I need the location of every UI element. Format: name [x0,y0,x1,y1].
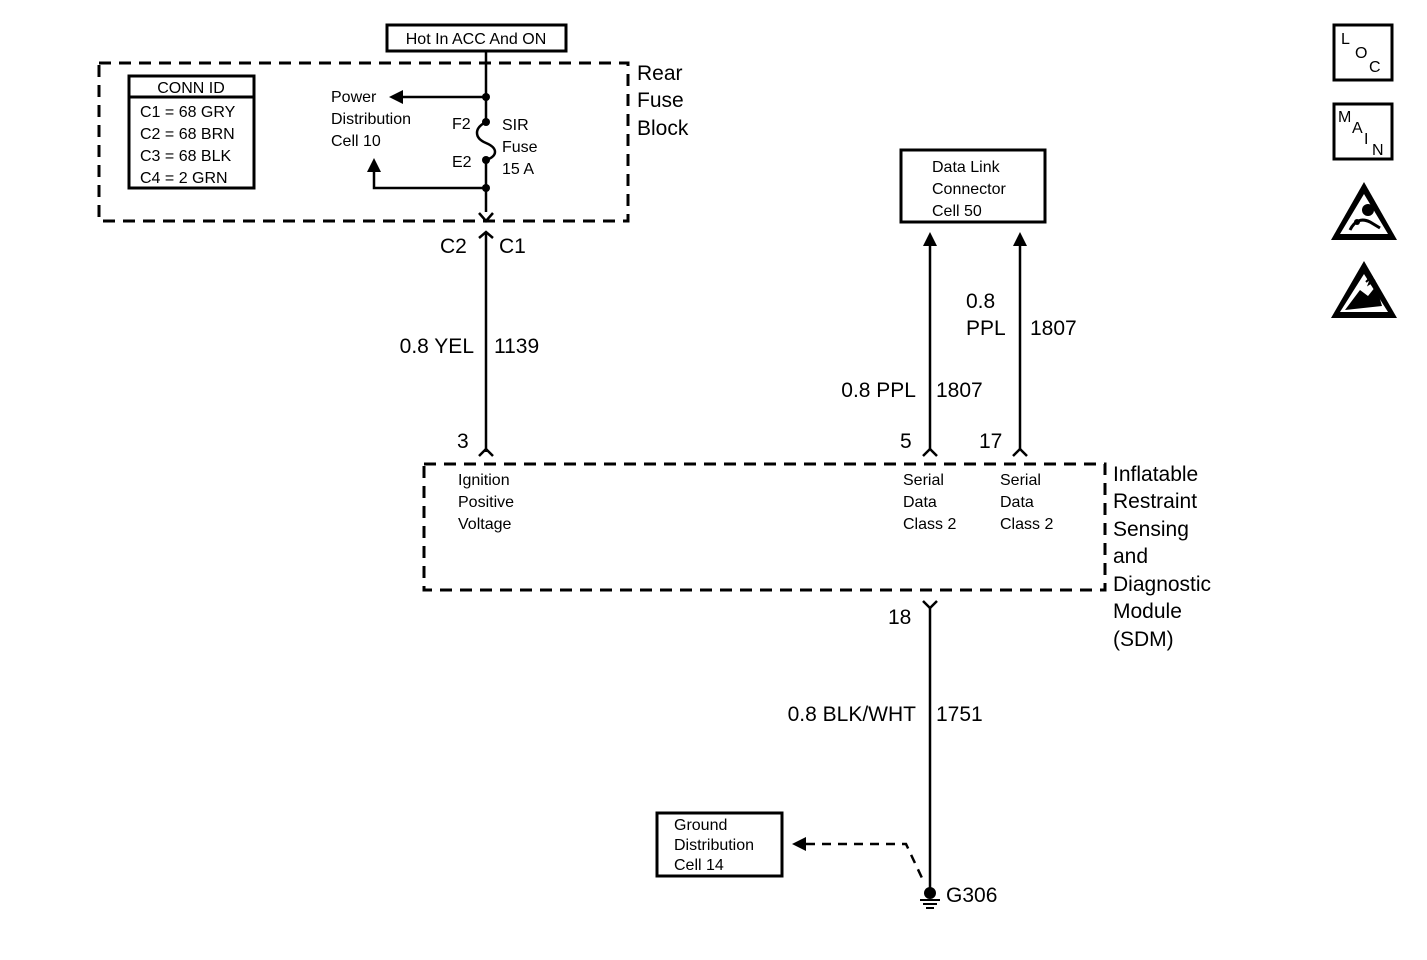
power-distribution-ref: Power Distribution Cell 10 [331,89,486,190]
sdm-pin-desc: Serial [1000,472,1041,489]
main-icon[interactable]: M A I N [1332,102,1394,161]
wire-size-color: 0.8 PPL [841,379,916,402]
wire-size-color: 0.8 BLK/WHT [788,703,917,726]
wire-color: PPL [966,317,1006,340]
sdm-name-line: (SDM) [1113,628,1174,651]
power-distribution-line-3: Cell 10 [331,133,381,150]
ground-distribution-box: Ground Distribution Cell 14 [655,811,924,879]
data-link-connector-box: Data Link Connector Cell 50 [899,148,1047,224]
rear-fuse-block-name-line-3: Block [637,117,689,140]
loc-icon[interactable]: L O C [1332,23,1394,82]
esd-warning-icon [1331,261,1397,318]
fuse-terminal-bottom: E2 [452,154,472,171]
loc-letter: L [1341,31,1350,48]
wire-size-color: 0.8 YEL [400,335,474,358]
ground-dist-line-3: Cell 14 [674,857,724,874]
power-distribution-arrow-icon [389,90,403,104]
sdm-pin-number: 5 [900,430,912,453]
sdm-pin-number: 3 [457,430,469,453]
conn-id-table: CONN ID C1 = 68 GRY C2 = 68 BRN C3 = 68 … [127,74,256,190]
main-letter: I [1364,131,1368,148]
ignition-wire: 0.8 YEL 1139 3 [400,232,539,457]
wire-circuit-number: 1751 [936,703,983,726]
rear-fuse-block-name-line-1: Rear [637,62,683,85]
sdm-pin-number: 17 [979,430,1002,453]
sdm-pin-desc: Voltage [458,516,511,533]
connector-c2-label: C2 [440,235,467,258]
dlc-arrow-icon [923,232,937,246]
sdm-name-line: Diagnostic [1113,573,1211,596]
sdm-pin-desc: Class 2 [1000,516,1053,533]
airbag-warning-icon [1331,182,1397,240]
power-distribution-line-1: Power [331,89,377,106]
wire-size: 0.8 [966,290,995,313]
sdm-name-line: Module [1113,600,1182,623]
fuse-icon [475,120,497,162]
cell10-return-arrow-icon [367,158,381,172]
conn-id-row: C3 = 68 BLK [140,148,232,165]
rear-fuse-block-name-line-2: Fuse [637,89,684,112]
wire-circuit-number: 1139 [494,335,539,358]
sdm-pin-desc: Serial [903,472,944,489]
serial-data-wire-pin5: 0.8 PPL 1807 5 [841,232,983,457]
ground-point-label: G306 [946,884,997,907]
fuse-label-line-3: 15 A [502,161,534,178]
ground-point: G306 [920,884,997,909]
connector-c1-label: C1 [499,235,526,258]
power-source-label: Hot In ACC And ON [406,31,547,48]
fuse-block-connector: C2 C1 [440,212,526,258]
loc-letter: C [1369,59,1381,76]
conn-id-row: C4 = 2 GRN [140,170,228,187]
dlc-line-1: Data Link [932,159,1001,176]
wire-circuit-number: 1807 [1030,317,1077,340]
ground-dist-arrow-icon [792,837,806,851]
serial-data-wire-pin17: 0.8 PPL 1807 17 [966,232,1077,457]
sdm-pin-number: 18 [888,606,911,629]
dlc-line-2: Connector [932,181,1006,198]
rear-fuse-block: Rear Fuse Block [97,61,689,223]
fuse-label-line-1: SIR [502,117,529,134]
fuse-label-line-2: Fuse [502,139,538,156]
sdm-pin-desc: Positive [458,494,514,511]
main-letter: N [1372,142,1384,159]
sdm-name-line: and [1113,545,1148,568]
conn-id-row: C1 = 68 GRY [140,104,236,121]
sdm-pin-desc: Data [903,494,937,511]
wire-circuit-number: 1807 [936,379,983,402]
sdm-module: Ignition Positive Voltage Serial Data Cl… [422,462,1211,651]
ground-wire: 18 0.8 BLK/WHT 1751 [788,600,983,888]
ground-dist-line-2: Distribution [674,837,754,854]
sdm-pin-desc: Ignition [458,472,510,489]
sdm-name-line: Sensing [1113,518,1189,541]
conn-id-title: CONN ID [157,80,225,97]
power-distribution-line-2: Distribution [331,111,411,128]
sdm-name-line: Restraint [1113,490,1197,513]
sir-fuse: F2 E2 SIR Fuse 15 A [452,51,538,212]
fuse-terminal-top: F2 [452,116,471,133]
loc-letter: O [1355,45,1367,62]
main-letter: A [1352,120,1363,137]
sdm-pin-desc: Class 2 [903,516,956,533]
sdm-name-line: Inflatable [1113,463,1198,486]
ground-dist-line-1: Ground [674,817,727,834]
sdm-pin-desc: Data [1000,494,1034,511]
main-letter: M [1338,109,1351,126]
power-source-box: Hot In ACC And ON [385,23,568,53]
conn-id-row: C2 = 68 BRN [140,126,235,143]
dlc-line-3: Cell 50 [932,203,982,220]
dlc-arrow-icon [1013,232,1027,246]
